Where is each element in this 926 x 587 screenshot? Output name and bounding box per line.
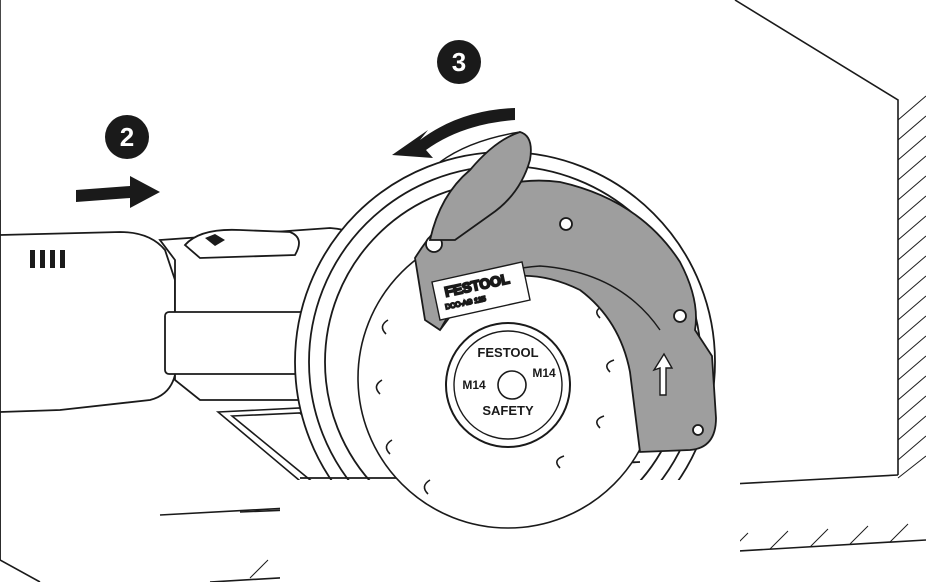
guard-screw-3 [673, 309, 687, 323]
step-badge-2: 2 [105, 115, 149, 159]
guard-lever [428, 131, 532, 241]
step-number-2: 2 [120, 122, 134, 152]
motor-vents [30, 250, 65, 268]
wall-hatching [897, 95, 926, 479]
rotation-arrow-icon [652, 352, 674, 396]
flange-size-right: M14 [532, 366, 556, 380]
flange-size-left: M14 [462, 378, 486, 392]
guard-screw-2 [559, 217, 573, 231]
guard-screw-4 [692, 424, 704, 436]
step2-arrow [76, 176, 160, 208]
blade-guard: FESTOOL DCC-AG 125 [414, 179, 717, 453]
flange-brand: FESTOOL [477, 345, 538, 360]
step-badge-3: 3 [437, 40, 481, 84]
step3-arrow [392, 108, 515, 158]
step-number-3: 3 [452, 47, 466, 77]
flange-safety: SAFETY [482, 403, 534, 418]
flange-nut: FESTOOL M14 M14 SAFETY [445, 322, 571, 448]
